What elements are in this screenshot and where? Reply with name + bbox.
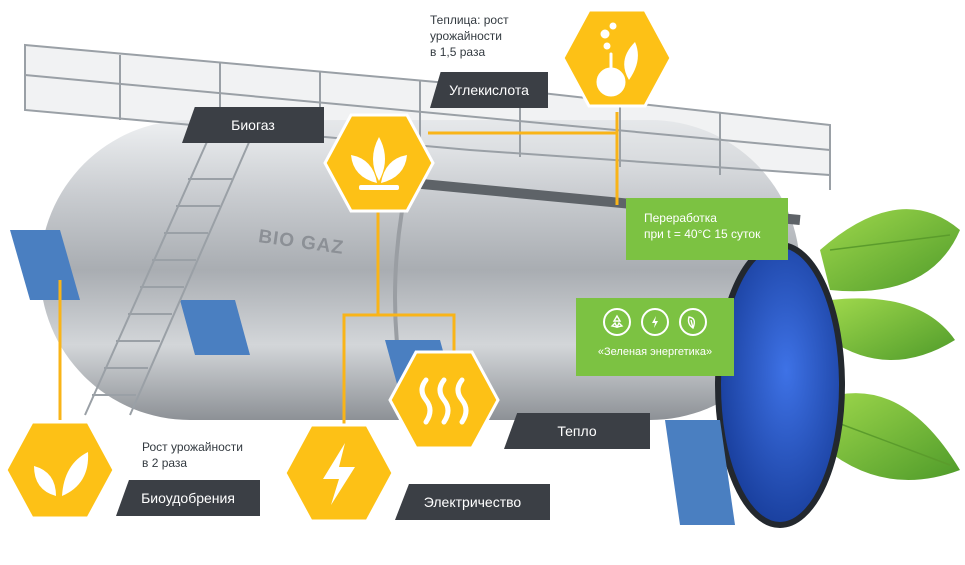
leaves-icon [34, 452, 89, 496]
greenhouse-note: Теплица: рост урожайности в 1,5 раза [430, 13, 509, 59]
biofertilizers-label: Биоудобрения [116, 480, 260, 516]
biogas-hex [323, 113, 435, 213]
recycle-icon [603, 308, 631, 336]
energy-icon [641, 308, 669, 336]
stairs [84, 134, 251, 416]
plant-sprout-icon [351, 137, 407, 190]
crop-yield-note: Рост урожайности в 2 раза [142, 440, 243, 470]
biogas-label: Биогаз [182, 107, 324, 143]
electricity-hex [283, 423, 395, 523]
leaf-icon [679, 308, 707, 336]
tank-end-cap [715, 242, 845, 528]
heat-waves-icon [419, 377, 469, 425]
greenhouse-hex [561, 8, 673, 108]
electricity-label: Электричество [395, 484, 550, 520]
heat-hex [388, 350, 500, 450]
connector-lines [58, 112, 619, 430]
carbon-dioxide-label: Углекислота [430, 72, 548, 108]
processing-info: Переработка при t = 40°C 15 суток [626, 198, 788, 260]
biofertilizer-hex [4, 420, 116, 520]
heat-label: Тепло [504, 413, 650, 449]
leaf-decoration [815, 209, 960, 480]
flask-leaf-icon [596, 22, 638, 97]
fermenter-tank [10, 120, 845, 528]
green-energy-info: «Зеленая энергетика» [576, 298, 734, 376]
green-energy-text: «Зеленая энергетика» [597, 346, 713, 358]
lightning-icon [323, 443, 355, 505]
